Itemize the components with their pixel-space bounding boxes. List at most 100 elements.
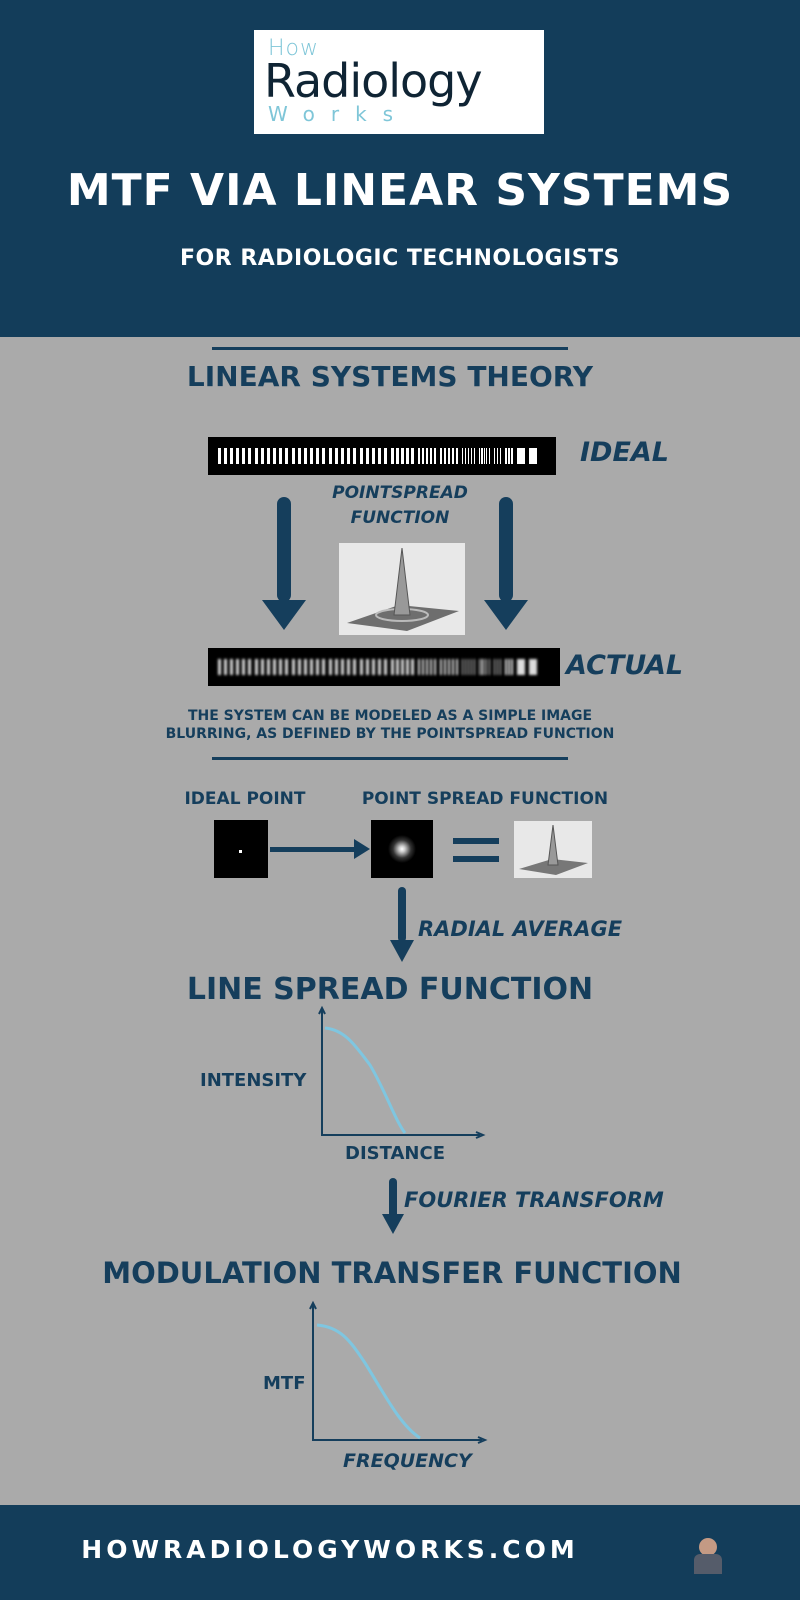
mtf-title: MODULATION TRANSFER FUNCTION: [102, 1256, 682, 1290]
bar: [401, 659, 404, 675]
bar: [310, 448, 313, 464]
bar-group: [528, 448, 537, 464]
logo: How Radiology Works: [254, 30, 544, 134]
bar: [439, 659, 442, 675]
mtf-y-label: MTF: [263, 1373, 306, 1394]
bar: [481, 659, 483, 675]
bar: [528, 448, 537, 464]
author-avatar: [699, 1538, 717, 1556]
page-title: MTF VIA LINEAR SYSTEMS: [66, 165, 734, 216]
bar: [230, 448, 233, 464]
bar: [421, 659, 424, 675]
arrow-down-icon: [499, 497, 513, 602]
bar: [406, 659, 409, 675]
bar: [473, 448, 475, 464]
psf-image: [371, 820, 433, 878]
bar: [516, 448, 525, 464]
logo-how: How: [268, 36, 319, 61]
bar: [483, 659, 485, 675]
bar: [396, 448, 399, 464]
bar: [421, 448, 424, 464]
bar: [255, 659, 258, 675]
bar: [505, 448, 507, 464]
bar: [378, 448, 381, 464]
bar: [473, 659, 475, 675]
bar: [372, 448, 375, 464]
bar: [516, 659, 525, 675]
lsf-graph: [318, 1005, 486, 1139]
bar: [401, 448, 404, 464]
bar: [493, 659, 496, 675]
ideal-label: IDEAL: [580, 437, 670, 468]
bar: [273, 659, 276, 675]
bar-group: [516, 659, 525, 675]
logo-radiology: Radiology: [264, 54, 483, 108]
bar-group: [505, 448, 513, 464]
bar: [467, 448, 469, 464]
bar-group: [417, 659, 436, 675]
actual-label: ACTUAL: [566, 650, 684, 681]
bar: [488, 659, 490, 675]
bar: [242, 659, 245, 675]
bar: [279, 659, 282, 675]
bar: [347, 448, 350, 464]
website-link[interactable]: HOWRADIOLOGYWORKS.COM: [81, 1535, 579, 1564]
bar: [285, 659, 288, 675]
divider: [212, 757, 568, 760]
bar: [391, 659, 394, 675]
bar: [218, 448, 221, 464]
bar-group: [493, 659, 502, 675]
bar-group: [255, 659, 288, 675]
bar: [451, 448, 454, 464]
bar: [479, 448, 481, 464]
bar: [508, 659, 510, 675]
bar-group: [391, 659, 414, 675]
bar: [417, 659, 420, 675]
arrow-down-icon: [389, 1178, 397, 1218]
bar: [267, 659, 270, 675]
arrow-down-icon: [277, 497, 291, 602]
bar: [461, 448, 463, 464]
psf-label-2: FUNCTION: [350, 508, 450, 528]
bar: [292, 448, 295, 464]
bar: [451, 659, 454, 675]
divider: [212, 347, 568, 350]
bar: [285, 448, 288, 464]
bar: [224, 659, 227, 675]
bar: [236, 659, 239, 675]
bar: [496, 448, 499, 464]
psf-3d-plot: [339, 543, 465, 635]
mtf-graph: [309, 1300, 488, 1444]
bar: [470, 659, 472, 675]
bar: [483, 448, 485, 464]
actual-bar-pattern: [208, 648, 560, 686]
bar: [455, 448, 458, 464]
arrow-head-icon: [484, 600, 528, 630]
bar: [378, 659, 381, 675]
bar: [304, 448, 307, 464]
bar: [230, 659, 233, 675]
bar-group: [461, 448, 475, 464]
arrow-head-icon: [390, 940, 414, 962]
bar: [493, 448, 496, 464]
author-avatar-body: [694, 1554, 722, 1574]
logo-works: Works: [268, 102, 410, 126]
bar-group: [329, 659, 356, 675]
bar: [236, 448, 239, 464]
bar: [316, 448, 319, 464]
bar-group: [360, 659, 387, 675]
ideal-bar-pattern: [208, 437, 556, 475]
bar: [384, 448, 387, 464]
lsf-x-label: DISTANCE: [345, 1143, 445, 1164]
bar: [461, 659, 463, 675]
mtf-x-label: FREQUENCY: [343, 1450, 472, 1472]
bar: [429, 448, 432, 464]
bar: [316, 659, 319, 675]
bar: [310, 659, 313, 675]
caption-line-1: THE SYSTEM CAN BE MODELED AS A SIMPLE IM…: [187, 708, 593, 724]
bar: [406, 448, 409, 464]
bar-group: [255, 448, 288, 464]
footer: [0, 1505, 800, 1600]
psf-heading: POINT SPREAD FUNCTION: [361, 789, 609, 809]
fourier-transform-label: FOURIER TRANSFORM: [404, 1188, 664, 1212]
